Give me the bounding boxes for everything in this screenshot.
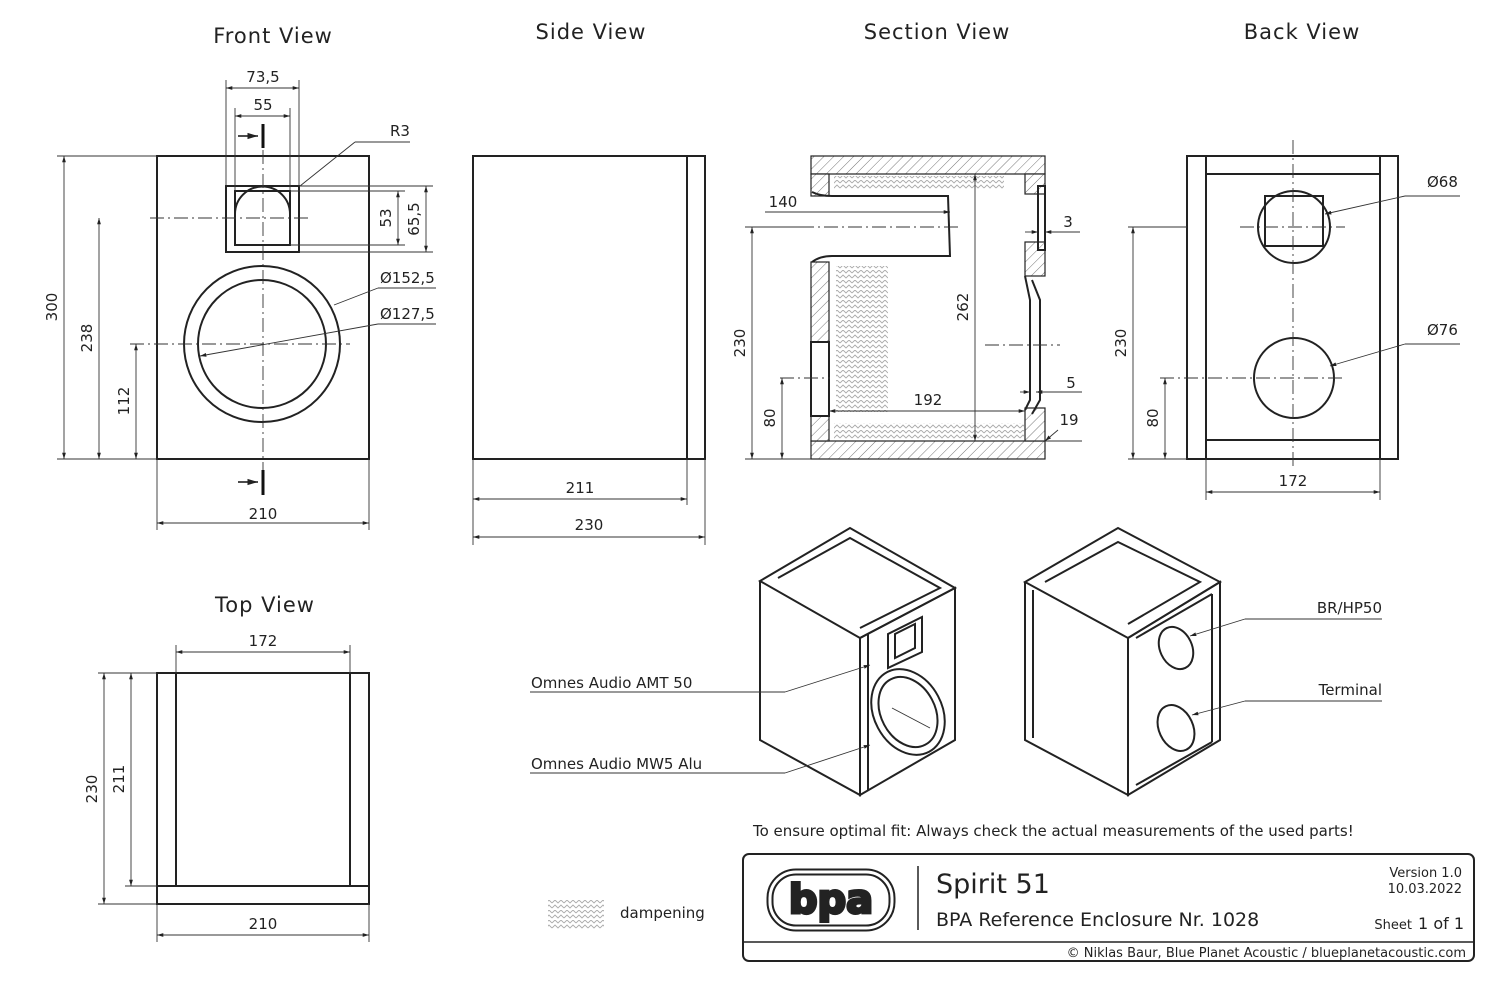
dampening-legend: dampening (548, 899, 705, 929)
product-subtitle: BPA Reference Enclosure Nr. 1028 (936, 909, 1259, 931)
section-view: 140 3 262 230 80 192 5 19 (731, 155, 1082, 460)
terminal-cutout (810, 341, 830, 417)
dampening-bottom (834, 423, 1024, 439)
dim-230: 230 (1112, 329, 1130, 358)
bottom-wall (810, 440, 1046, 460)
woofer-basket (1031, 279, 1041, 415)
dim-53: 53 (377, 208, 395, 227)
dim-73-5: 73,5 (246, 68, 279, 86)
bass-reflex-port (811, 191, 952, 263)
iso-woofer (870, 668, 946, 756)
dim-19: 19 (1059, 411, 1078, 429)
front-view: 73,5 55 R3 53 65,5 Ø152,5 Ø127,5 300 238 (43, 68, 436, 530)
iso-back-side (1024, 582, 1129, 797)
dim-80: 80 (1144, 408, 1162, 427)
iso-front-baffle (859, 586, 956, 797)
fit-note: To ensure optimal fit: Always check the … (752, 822, 1354, 840)
product-name: Spirit 51 (936, 869, 1050, 900)
sheet-label: Sheet (1374, 918, 1412, 933)
legend-dampening: dampening (620, 904, 705, 922)
isometric-front: Omnes Audio AMT 50 Omnes Audio MW5 Alu (530, 526, 958, 797)
isometric-back: BR/HP50 Terminal (1022, 526, 1382, 797)
iso-port (1157, 625, 1195, 671)
dampening-back (836, 266, 888, 412)
dim-dia-68: Ø68 (1427, 173, 1458, 191)
top-view-title: Top View (214, 593, 315, 617)
dim-230: 230 (83, 775, 101, 804)
dim-dia-76: Ø76 (1427, 321, 1458, 339)
title-block: bpa Spirit 51 BPA Reference Enclosure Nr… (742, 853, 1475, 962)
dim-211: 211 (110, 765, 128, 794)
dim-5: 5 (1066, 374, 1076, 392)
dampening-swatch (548, 899, 604, 929)
baffle-upper (1024, 173, 1046, 195)
dim-230: 230 (731, 329, 749, 358)
dim-211: 211 (566, 479, 595, 497)
back-wall-lower (810, 415, 830, 442)
dim-112: 112 (115, 387, 133, 416)
tweeter-dome (234, 185, 291, 215)
woofer-profile (1024, 275, 1031, 411)
dampening-top (834, 176, 1004, 190)
dim-172: 172 (249, 632, 278, 650)
back-panel (1186, 155, 1399, 460)
baffle-lower (1024, 407, 1046, 442)
dim-3: 3 (1063, 213, 1073, 231)
iso-terminal (1156, 704, 1196, 752)
date: 10.03.2022 (1388, 882, 1462, 897)
top-wall (810, 155, 1046, 175)
dim-172: 172 (1279, 472, 1308, 490)
dim-300: 300 (43, 293, 61, 322)
bpa-logo: bpa (766, 868, 896, 932)
sheet-number: 1 of 1 (1418, 914, 1464, 933)
back-wall-middle (810, 261, 830, 343)
dim-dia-152-5: Ø152,5 (380, 269, 435, 287)
back-view: Ø68 Ø76 230 80 172 (1112, 140, 1460, 500)
top-view: 172 230 211 210 (83, 632, 370, 942)
top-panel (156, 672, 370, 905)
side-view: 211 230 (472, 155, 706, 545)
back-wall-upper (810, 173, 830, 197)
iso-front-side (759, 581, 861, 797)
section-view-title: Section View (864, 20, 1011, 44)
dim-238: 238 (78, 324, 96, 353)
dim-262: 262 (954, 293, 972, 322)
dim-55: 55 (253, 96, 272, 114)
dim-80: 80 (761, 408, 779, 427)
side-panel (472, 155, 706, 460)
callout-terminal: Terminal (1318, 681, 1382, 699)
dim-192: 192 (914, 391, 943, 409)
dim-210: 210 (249, 505, 278, 523)
dim-dia-127-5: Ø127,5 (380, 305, 435, 323)
callout-port: BR/HP50 (1317, 599, 1382, 617)
dim-230: 230 (575, 516, 604, 534)
iso-back-panel (1127, 580, 1221, 797)
dim-65-5: 65,5 (405, 202, 423, 235)
version: Version 1.0 (1389, 866, 1462, 881)
front-view-title: Front View (213, 24, 333, 48)
tweeter-flange (225, 185, 300, 253)
dim-210: 210 (249, 915, 278, 933)
port-flange (1264, 195, 1324, 247)
copyright: © Niklas Baur, Blue Planet Acoustic / bl… (1067, 946, 1466, 961)
dim-140: 140 (769, 193, 798, 211)
back-view-title: Back View (1244, 20, 1361, 44)
iso-tweeter (887, 615, 923, 670)
logo-text: bpa (789, 877, 873, 923)
iso-front-top (758, 526, 958, 640)
dim-r3: R3 (390, 122, 410, 140)
side-view-title: Side View (536, 20, 647, 44)
callout-amt50: Omnes Audio AMT 50 (531, 674, 692, 692)
callout-mw5: Omnes Audio MW5 Alu (531, 755, 702, 773)
tweeter-profile (1037, 185, 1046, 251)
baffle-middle (1024, 241, 1046, 277)
